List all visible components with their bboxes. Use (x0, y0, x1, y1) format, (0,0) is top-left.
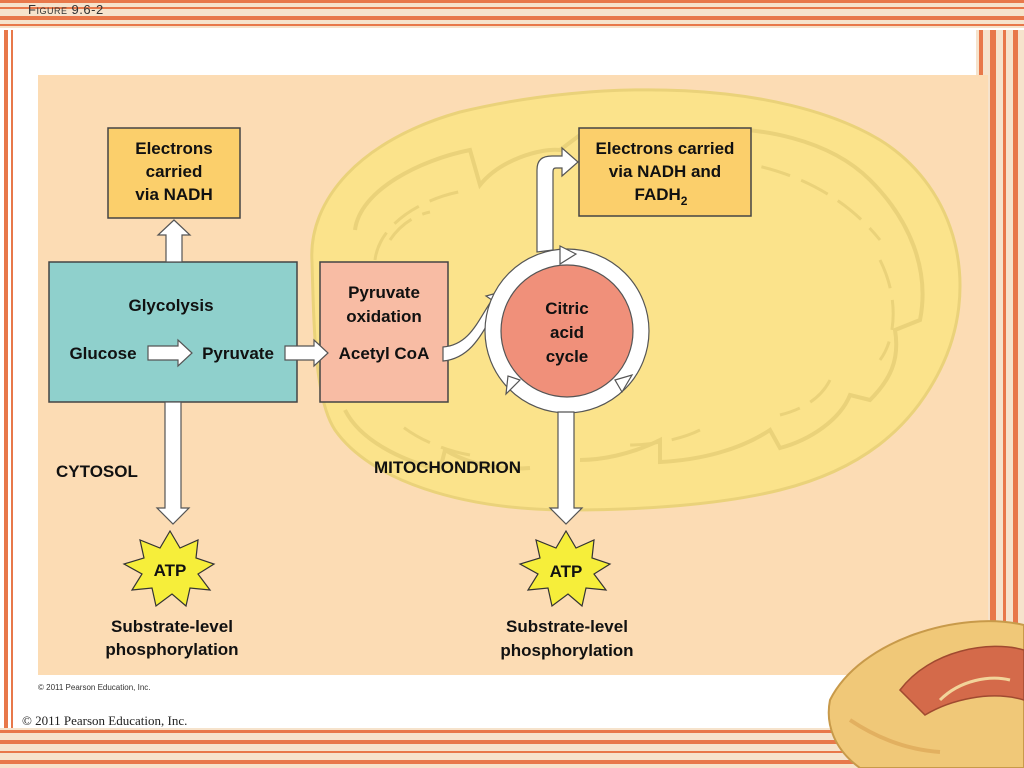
right-frame-stripe-3 (1003, 30, 1006, 728)
nadh-fadh-line-3: FADH2 (635, 185, 688, 208)
top-stripe-4 (0, 24, 1024, 26)
mitochondrion-cristae (340, 127, 925, 473)
top-stripe-3 (0, 16, 1024, 20)
pyruvate-label: Pyruvate (202, 344, 274, 363)
bottom-stripe-2 (0, 740, 1024, 744)
nadh-fadh-line-1: Electrons carried (596, 139, 735, 158)
pyruvate-oxidation-title-2: oxidation (346, 307, 422, 326)
nadh-box (107, 127, 241, 219)
pyruvate-oxidation-box (319, 261, 449, 403)
top-stripe-2 (0, 7, 1024, 9)
top-stripe-1 (0, 0, 1024, 3)
mitochondrion-cristae-2 (373, 158, 895, 457)
nadh-fadh-box (578, 127, 752, 217)
substrate-left-line-2: phosphorylation (105, 640, 238, 659)
atp-burst-left (122, 529, 216, 608)
top-stripe-band (0, 0, 1024, 28)
cycle-arrowhead-top (559, 245, 578, 266)
right-frame-stripe-2 (990, 30, 996, 728)
nadh-box-line-3: via NADH (135, 185, 212, 204)
atp-left-label: ATP (154, 561, 187, 580)
bottom-stripe-1 (0, 730, 1024, 733)
citric-label-1: Citric (545, 299, 588, 318)
left-frame-stripe-2 (11, 30, 13, 728)
citric-to-atp-arrow (548, 411, 584, 525)
left-frame-stripe (4, 30, 8, 728)
glycolysis-title: Glycolysis (128, 296, 213, 315)
substrate-left-line-1: Substrate-level (111, 617, 233, 636)
nadh-fadh-line-2: via NADH and (609, 162, 721, 181)
corner-mitochondrion-graphic (827, 620, 1024, 768)
citric-cycle-circle (500, 264, 634, 398)
citric-label-3: cycle (546, 347, 589, 366)
glycolysis-to-nadh-arrow (156, 219, 192, 263)
glycolysis-to-atp-arrow (155, 401, 191, 525)
substrate-right-line-1: Substrate-level (506, 617, 628, 636)
inner-copyright: © 2011 Pearson Education, Inc. (38, 683, 150, 692)
mitochondrion-label: MITOCHONDRION (374, 458, 521, 477)
cytosol-label: CYTOSOL (56, 462, 138, 481)
fadh-subscript: 2 (681, 194, 688, 208)
right-frame-stripe-4 (1013, 30, 1018, 728)
figure-label: Figure 9.6-2 (28, 2, 104, 17)
pyruvate-to-oxidation-arrow (284, 338, 329, 368)
atp-right-label: ATP (550, 562, 583, 581)
bottom-stripe-4 (0, 760, 1024, 764)
acetyl-coa-label: Acetyl CoA (339, 344, 430, 363)
cycle-arrowhead-left (505, 375, 522, 396)
citric-label-2: acid (550, 323, 584, 342)
citric-to-fadh-arrow (536, 146, 579, 253)
bottom-stripe-3 (0, 751, 1024, 753)
substrate-right-line-2: phosphorylation (500, 641, 633, 660)
glucose-label: Glucose (69, 344, 136, 363)
glucose-to-pyruvate-arrow (147, 338, 193, 368)
nadh-box-line-2: carried (146, 162, 203, 181)
fadh-main: FADH (635, 185, 681, 204)
glycolysis-box (48, 261, 298, 403)
slide-copyright: © 2011 Pearson Education, Inc. (22, 713, 188, 728)
cycle-arrowhead-right (614, 373, 634, 394)
pyruvate-oxidation-title-1: Pyruvate (348, 283, 420, 302)
atp-burst-right (518, 529, 612, 608)
nadh-box-line-1: Electrons (135, 139, 212, 158)
